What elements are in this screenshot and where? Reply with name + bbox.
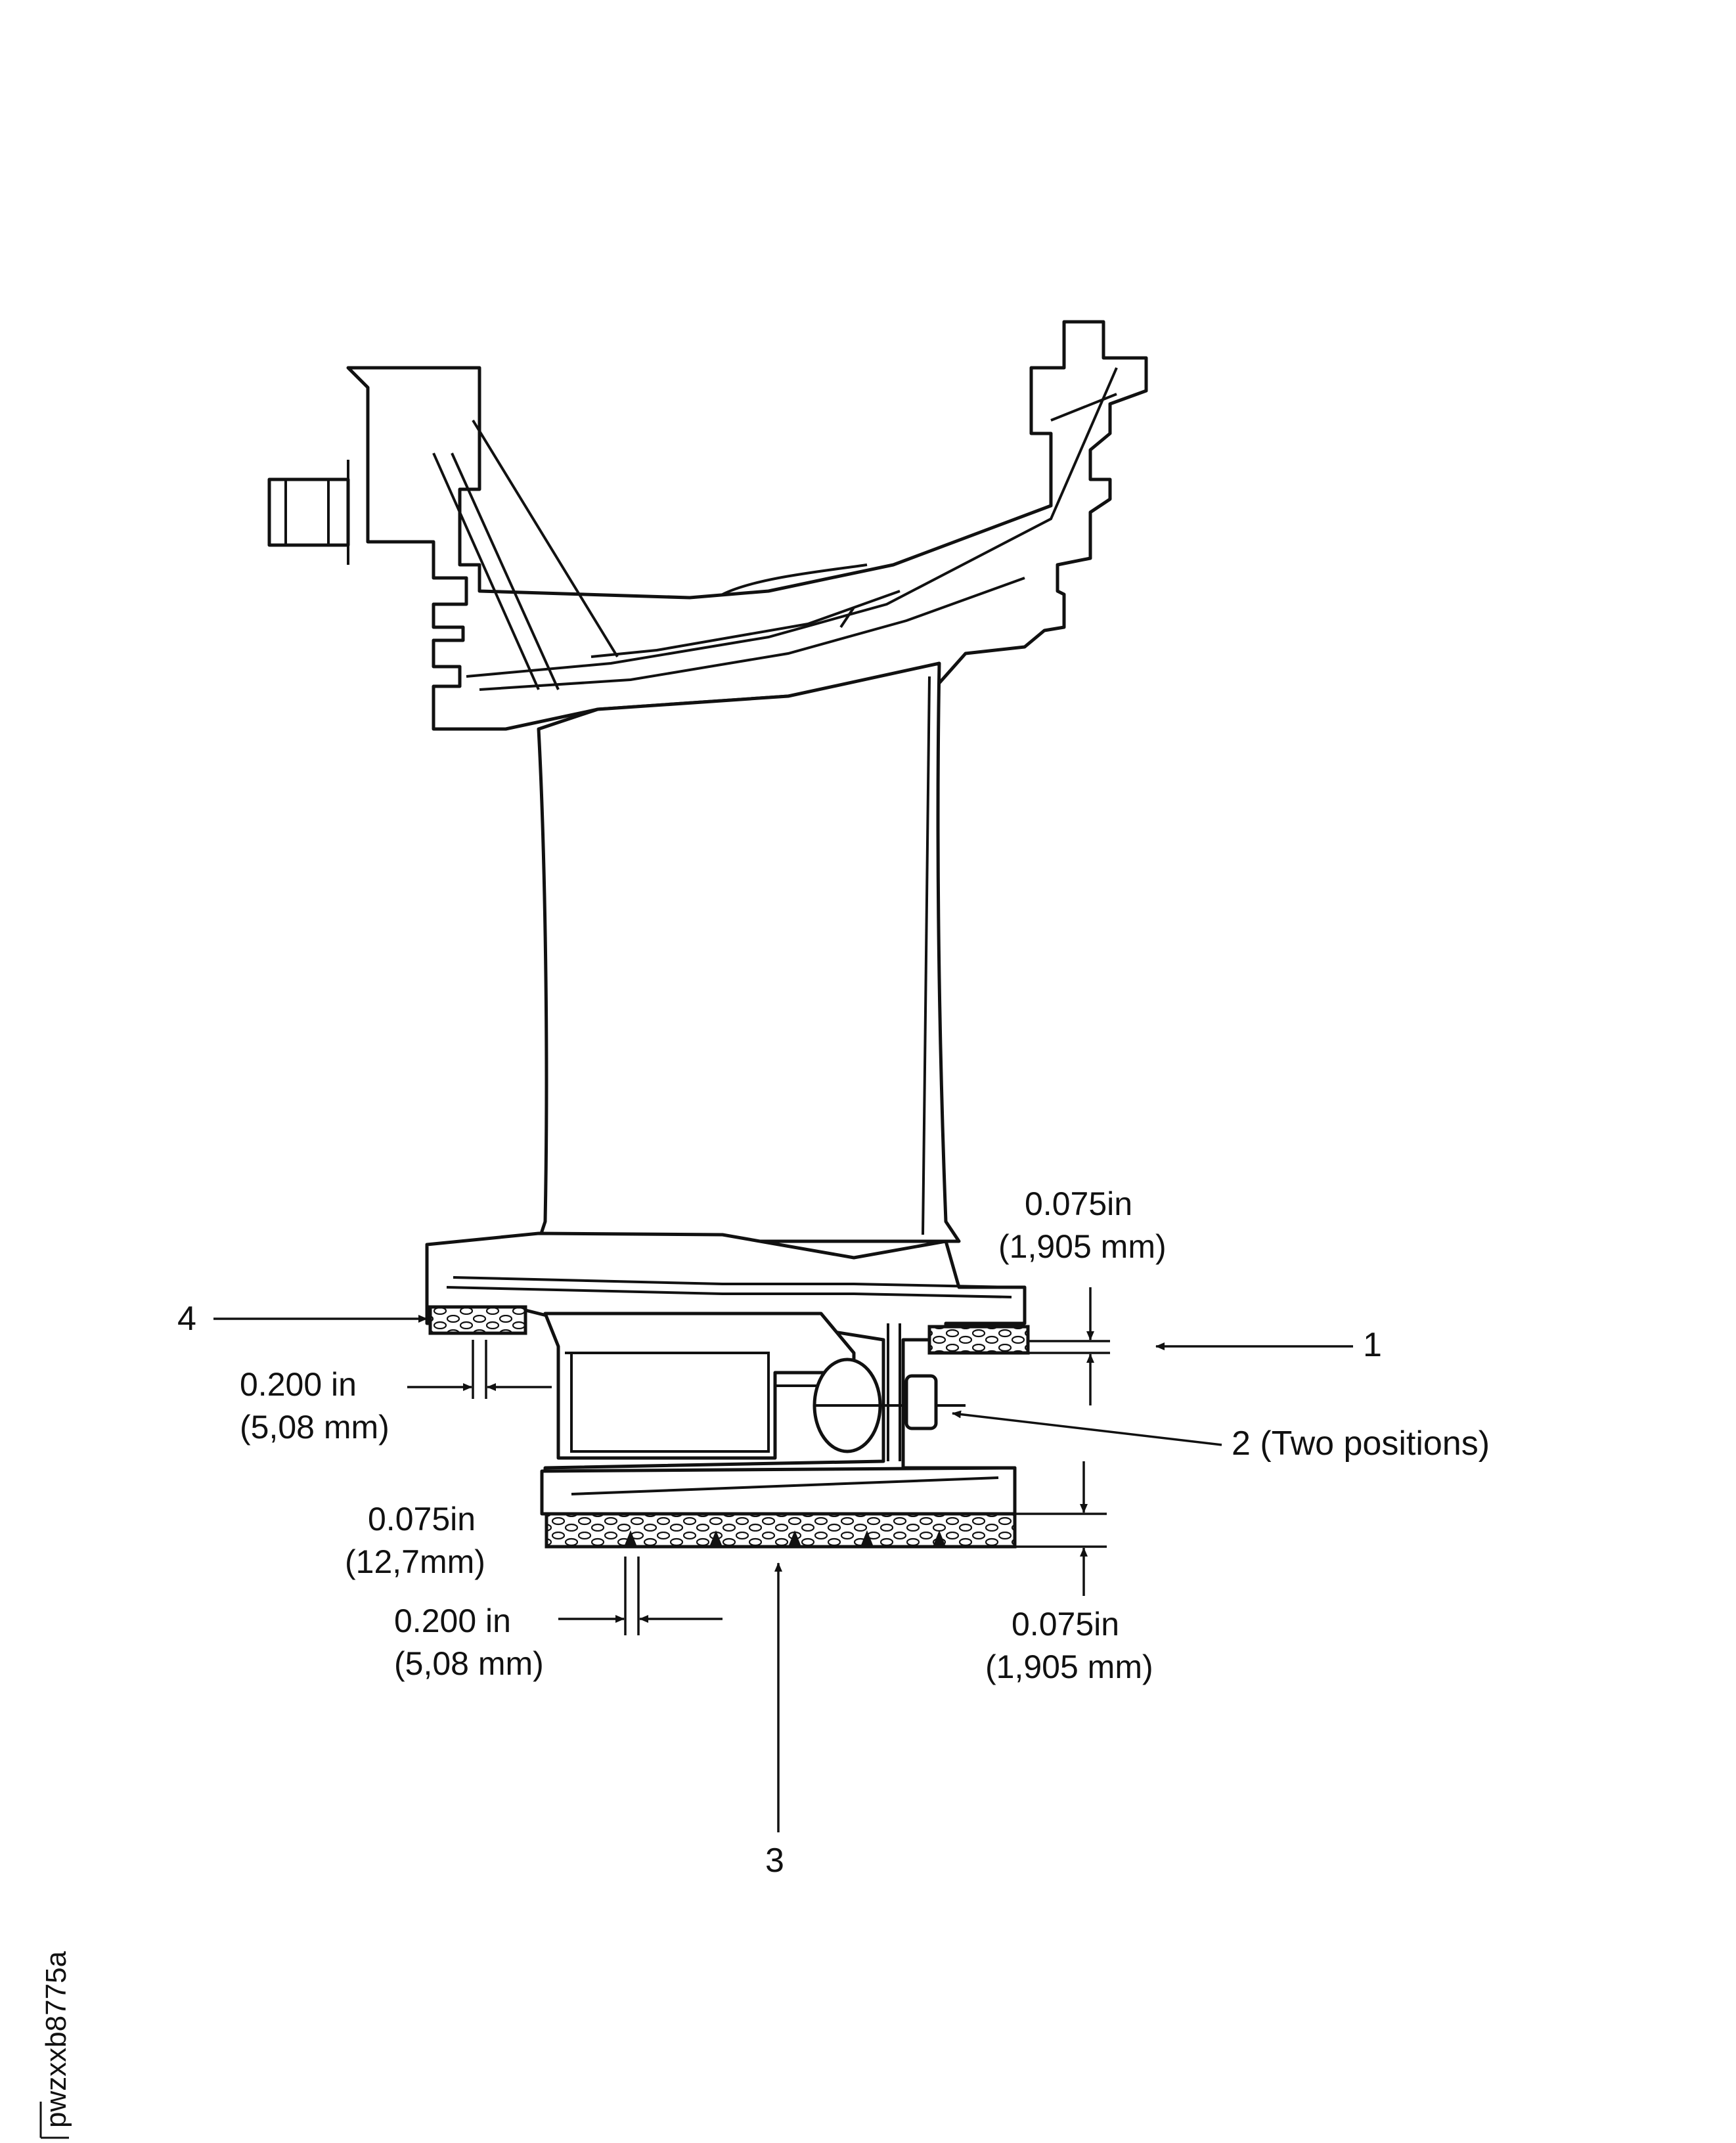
honeycomb-seal-3 — [545, 1512, 1017, 1549]
dim-lower-right-in: 0.075in — [1012, 1606, 1119, 1643]
dim-lower-left-mm: (12,7mm) — [345, 1543, 485, 1580]
dim-left-gap-in: 0.200 in — [240, 1366, 357, 1403]
drawing-code: pwzxxb8775a — [39, 1951, 72, 2139]
dim-lower-gap-in: 0.200 in — [394, 1602, 511, 1639]
callout-1: 1 — [1363, 1326, 1382, 1364]
callout-4: 4 — [177, 1300, 196, 1338]
dim-lower-gap-mm: (5,08 mm) — [394, 1645, 544, 1682]
dim-lower-left-in: 0.075in — [368, 1501, 476, 1537]
dimension-lines — [407, 1287, 1110, 1635]
callout-3: 3 — [765, 1842, 784, 1880]
dim-top-right-mm: (1,905 mm) — [998, 1228, 1167, 1265]
drawing-code-text: pwzxxb8775a — [40, 1951, 72, 2128]
inner-mount-box — [543, 1312, 856, 1460]
honeycomb-seal-4 — [428, 1305, 527, 1335]
dim-left-gap-mm: (5,08 mm) — [240, 1409, 389, 1446]
dim-top-right-in: 0.075in — [1025, 1185, 1132, 1222]
callout-2: 2 (Two positions) — [1232, 1425, 1490, 1463]
dim-lower-right-mm: (1,905 mm) — [985, 1648, 1153, 1685]
pin-2 — [812, 1358, 966, 1453]
outer-platform — [267, 320, 1148, 731]
leader-lines — [213, 1315, 1353, 1832]
airfoil-body — [537, 661, 961, 1243]
seal-carrier — [540, 1466, 1017, 1516]
honeycomb-seal-1 — [927, 1325, 1030, 1355]
